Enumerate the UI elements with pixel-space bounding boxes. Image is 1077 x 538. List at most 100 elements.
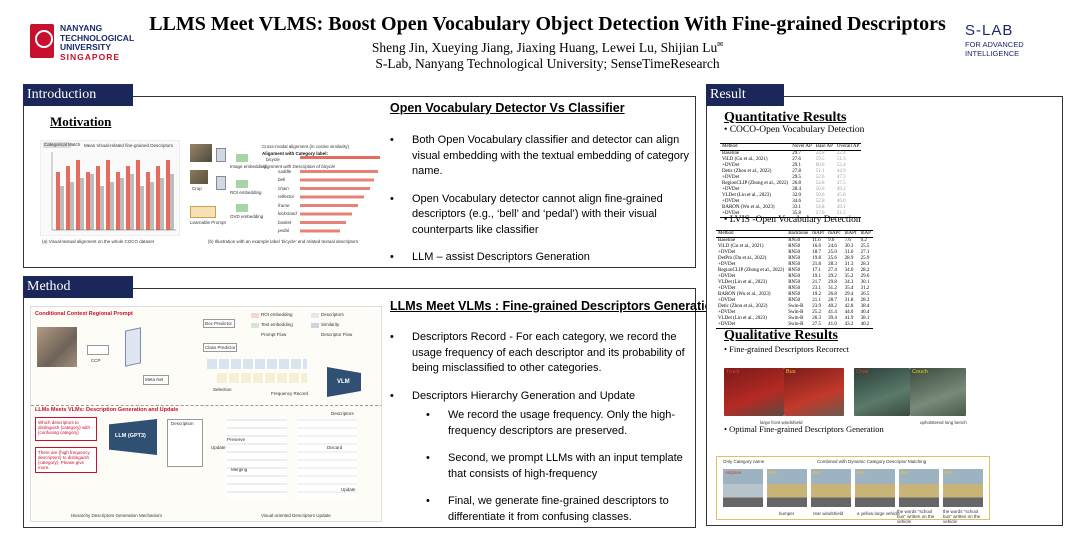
crop-label: Crop xyxy=(192,186,202,191)
prompt-text-2: There are {high frequency descriptors} t… xyxy=(38,450,90,470)
fig-caption-a: (a) Visual-textual alignment on the whol… xyxy=(42,239,154,244)
table-cell: Detic (Zhou et al., 2022) xyxy=(718,304,768,309)
table-cell: +DVDet xyxy=(718,286,736,291)
description-block xyxy=(167,419,203,467)
descriptor-hierarchy xyxy=(227,419,287,499)
table-cell: RN50 xyxy=(788,298,801,303)
selection-label: Selection xyxy=(213,387,232,392)
table-cell: RN50 xyxy=(788,262,801,267)
roi-embedding-block xyxy=(236,180,248,188)
poster-affiliations: S-Lab, Nanyang Technological University;… xyxy=(375,56,720,71)
qual-image-bus: Bus xyxy=(784,368,844,416)
table-cell: 40.2 xyxy=(828,304,837,309)
qual-bullet-1: Fine-grained Descriptors Recorrect xyxy=(724,344,849,354)
descriptor-bar xyxy=(300,204,358,207)
strip-label: Bus xyxy=(901,470,909,475)
strip-image: Airplane xyxy=(723,469,763,507)
table-cell: RN50 xyxy=(788,238,801,243)
table-cell: 51.3 xyxy=(836,157,846,162)
image-embedding-block xyxy=(236,154,248,162)
descriptor-row xyxy=(217,373,307,383)
table-cell: 29.4 xyxy=(844,292,854,297)
ovd-embedding-label: OVD embedding xyxy=(230,214,264,219)
table-cell: 44.6 xyxy=(844,310,854,315)
caption-left: Hierarchy Descriptors Generation Mechani… xyxy=(71,513,163,518)
method-sub-list: We record the usage frequency. Only the … xyxy=(426,408,690,525)
table-cell: 23.1 xyxy=(812,286,821,291)
table-cell: 7.6 xyxy=(844,238,851,243)
bar-categorical xyxy=(136,160,140,230)
strip-label: Bus xyxy=(945,470,953,475)
table-cell: Baseline xyxy=(718,238,736,243)
box-predictor-block xyxy=(203,319,235,328)
descriptor-bar xyxy=(300,195,364,199)
descriptor-bar xyxy=(300,187,370,190)
legend-item: ROI embedding xyxy=(261,312,293,317)
bar-descriptor xyxy=(110,182,114,230)
table-cell: 21.7 xyxy=(812,280,821,285)
table-cell: 28.9 xyxy=(844,256,854,261)
bar-categorical xyxy=(126,166,130,230)
table-cell: 29.7 xyxy=(792,151,801,156)
qual-bullet-2: Optimal Fine-grained Descriptors Generat… xyxy=(724,424,884,434)
strip-caption: rear windshield xyxy=(813,511,844,516)
bar-descriptor xyxy=(90,174,94,230)
method-sub-bullet: Final, we generate fine-grained descript… xyxy=(426,494,690,525)
llm-label: LLM (GPT3) xyxy=(115,433,146,439)
method-bullet-text: Descriptors Hierarchy Generation and Upd… xyxy=(412,389,636,402)
strip-label: Bus xyxy=(769,470,777,475)
table-cell: 19.8 xyxy=(812,256,821,261)
descriptor-label: chain xyxy=(278,185,289,191)
table-header-cell: mAP xyxy=(858,230,873,238)
descriptor-bar xyxy=(300,212,352,216)
table-cell: RN50 xyxy=(788,274,801,279)
class-predictor-block xyxy=(203,343,237,352)
ntu-logo-line: NANYANG xyxy=(60,23,103,33)
table-cell: +DVDet xyxy=(718,250,736,255)
qual-label: Truck xyxy=(726,369,740,375)
descriptor-label: basket xyxy=(278,219,292,225)
bar-categorical xyxy=(106,160,110,230)
table-cell: 23.9 xyxy=(812,304,821,309)
table-cell: RN50 xyxy=(788,268,801,273)
introduction-header: Introduction xyxy=(23,84,133,106)
intro-bullet: Open Vocabulary detector cannot align fi… xyxy=(390,192,690,239)
ccp-label: CCP xyxy=(91,358,101,363)
method-bullet: Descriptors Record - For each category, … xyxy=(390,330,690,377)
table-cell: 31.2 xyxy=(860,286,870,291)
table-cell: 34.6 xyxy=(792,199,801,204)
table-cell: 41.9 xyxy=(844,316,854,321)
table-cell: 56.6 xyxy=(815,187,825,192)
learnable-prompt-block xyxy=(190,206,216,218)
strip-caption: Only Category name xyxy=(723,459,765,464)
llm-block xyxy=(109,419,157,455)
descriptor-label: kickstand xyxy=(278,211,297,216)
table-cell: 31.3 xyxy=(844,262,854,267)
table-cell: 54.8 xyxy=(815,205,825,210)
table-cell: VLDet (Lin et al., 2023) xyxy=(722,193,771,198)
table-cell: 41.0 xyxy=(826,322,843,329)
image-embedding-label: Image embedding xyxy=(230,164,267,169)
table-cell: +DVDet xyxy=(718,262,736,267)
strip-caption: a yellow large vehicle xyxy=(857,511,900,516)
table-cell: 19.2 xyxy=(812,292,821,297)
legend-item: Prompt Flow xyxy=(261,332,287,337)
descriptor-label: pedal xyxy=(278,228,290,233)
table-cell: VLDet (Lin et al., 2023) xyxy=(718,280,767,285)
descriptor-bar xyxy=(300,229,340,233)
strip-caption: the words "school bus" written on the ve… xyxy=(943,509,981,524)
bar-categorical xyxy=(86,172,90,230)
discard-label: Discard xyxy=(327,445,343,450)
bar-categorical xyxy=(76,160,80,230)
strip-label: Bus xyxy=(857,470,865,475)
